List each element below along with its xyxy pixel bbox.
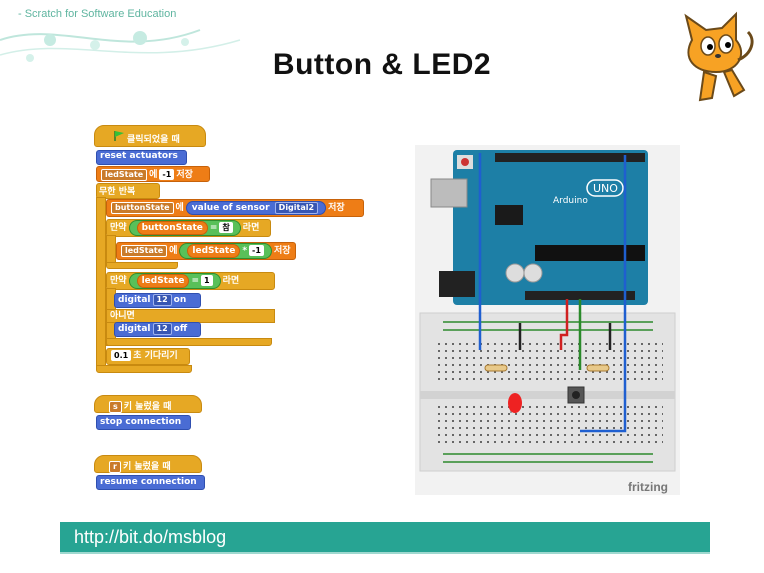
header-caption: - Scratch for Software Education	[18, 8, 177, 20]
wait-field[interactable]: 0.1	[111, 350, 132, 361]
of-label: 에	[169, 246, 178, 256]
resistor-1	[484, 364, 508, 372]
board-logo-text: Arduino	[553, 196, 588, 206]
hat-label: 클릭되었을 때	[127, 135, 180, 145]
hat-label: 키 눌렀을 때	[123, 402, 172, 412]
forever-foot	[96, 365, 192, 373]
fritzing-credit: fritzing	[628, 480, 668, 494]
pin-dropdown[interactable]: 12	[152, 323, 172, 335]
then-label: 라면	[242, 223, 260, 233]
reset-actuators-block[interactable]: reset actuators	[96, 150, 187, 165]
on-label: on	[173, 295, 187, 305]
forever-arm	[96, 197, 106, 367]
sensor-label: value of sensor	[191, 203, 270, 213]
var-reporter[interactable]: buttonState	[136, 221, 208, 235]
var-reporter[interactable]: ledState	[187, 244, 241, 258]
multiply-operator[interactable]: ledState*-1	[179, 243, 272, 259]
if-foot	[106, 262, 178, 269]
breadboard-holes-top-rail	[443, 321, 653, 331]
if-arm	[106, 235, 116, 264]
key-dropdown[interactable]: r	[109, 461, 121, 473]
digital-header	[495, 153, 645, 162]
value-field[interactable]: -1	[159, 169, 175, 180]
slide-title: Button & LED2	[272, 48, 492, 81]
url-bar: http://bit.do/msblog	[60, 522, 710, 554]
red-wire	[559, 299, 569, 350]
green-flag-icon	[113, 130, 124, 141]
var-reporter[interactable]: ledState	[136, 274, 190, 288]
usb-connector	[430, 178, 468, 208]
usb-chip	[495, 205, 523, 225]
equals-operator[interactable]: buttonState=참	[128, 220, 241, 236]
if-label: 만약	[110, 276, 127, 286]
stop-connection-block[interactable]: stop connection	[96, 415, 191, 430]
resistor-2	[586, 364, 610, 372]
when-flag-clicked-block[interactable]: 클릭되었을 때	[94, 125, 206, 147]
power-header	[525, 291, 635, 300]
value-of-sensor-reporter[interactable]: value of sensor Digital2	[185, 201, 327, 215]
var-dropdown[interactable]: buttonState	[111, 202, 174, 214]
eq-label: =	[209, 223, 218, 233]
wait-label: 초 기다리기	[133, 351, 178, 361]
of-label: 에	[175, 203, 184, 213]
breadboard-holes-bottom-rail	[443, 453, 653, 463]
circuit-diagram: Arduino UNO	[415, 145, 680, 495]
eq-label: =	[191, 276, 200, 286]
value-field[interactable]: 1	[201, 275, 213, 286]
red-led	[508, 393, 522, 413]
resume-label: resume connection	[100, 477, 197, 487]
resume-connection-block[interactable]: resume connection	[96, 475, 205, 490]
scratch-cat-icon	[684, 11, 754, 102]
hat-label: 키 눌렀을 때	[122, 462, 171, 472]
var-dropdown[interactable]: ledState	[101, 169, 148, 181]
pin-dropdown[interactable]: 12	[152, 294, 172, 306]
of-label: 에	[149, 170, 158, 180]
value-field[interactable]: 참	[219, 222, 233, 233]
blue-wire-right	[580, 155, 627, 433]
var-dropdown[interactable]: ledState	[121, 245, 168, 257]
power-jack	[439, 271, 475, 297]
store-label: 저장	[328, 203, 345, 213]
else-label: 아니면	[110, 311, 135, 321]
digital-label: digital	[118, 324, 151, 334]
forever-block[interactable]: 무한 반복	[96, 183, 160, 199]
mul-label: *	[242, 246, 248, 256]
board-model-text: UNO	[593, 182, 618, 195]
else-label-bar: 아니면	[106, 309, 275, 323]
equals-operator[interactable]: ledState=1	[128, 273, 221, 289]
store-label: 저장	[176, 170, 193, 180]
store-label: 저장	[273, 246, 291, 256]
key-dropdown[interactable]: s	[109, 401, 122, 413]
atmega-chip	[535, 245, 645, 261]
sensor-dropdown[interactable]: Digital2	[274, 202, 319, 214]
digital-label: digital	[118, 295, 151, 305]
if-label: 만약	[110, 223, 127, 233]
off-label: off	[173, 324, 188, 334]
then-label: 라면	[222, 276, 240, 286]
floral-decoration	[0, 29, 241, 62]
reset-label: reset actuators	[100, 151, 178, 161]
forever-label: 무한 반복	[99, 187, 136, 197]
value-field[interactable]: -1	[249, 245, 264, 256]
footer-url[interactable]: http://bit.do/msblog	[74, 527, 227, 547]
stop-label: stop connection	[100, 417, 182, 427]
arduino-board	[453, 150, 648, 305]
if-else-foot	[106, 338, 272, 346]
